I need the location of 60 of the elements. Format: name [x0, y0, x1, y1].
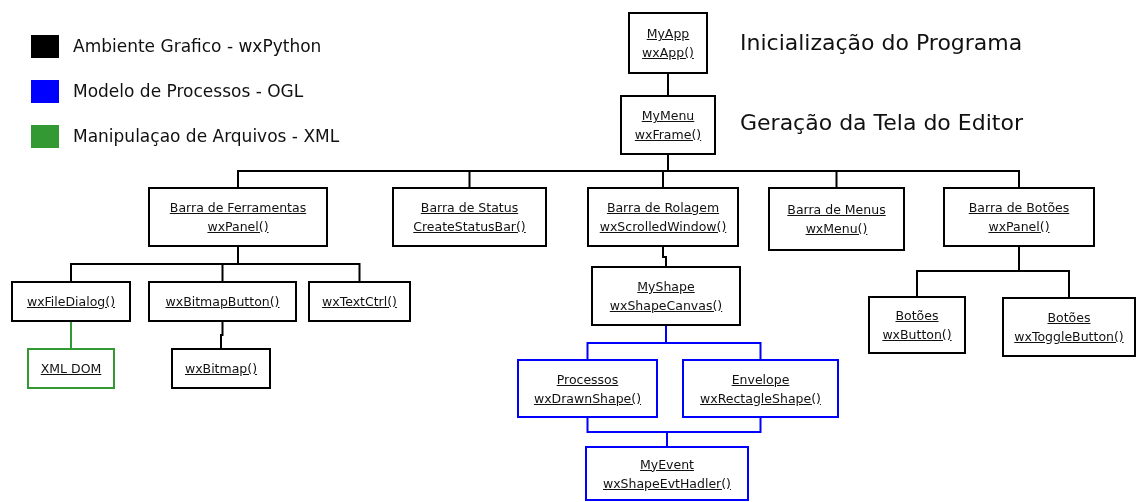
class-name: Barra de Rolagem: [606, 199, 720, 217]
class-box: [308, 281, 411, 322]
class-name: wxToggleButton(): [1014, 328, 1124, 346]
class-name: wxShapeEvtHadler(): [603, 474, 731, 493]
connector-line: [1018, 246, 1070, 298]
class-box: [1002, 297, 1136, 357]
class-name: wxPanel(): [207, 218, 269, 236]
class-name: wxDrawnShape(): [533, 389, 642, 408]
class-box: [11, 281, 131, 322]
class-name: Barra de Ferramentas: [169, 199, 307, 217]
class-name: wxTextCtrl(): [322, 293, 397, 311]
class-name: wxFrame(): [634, 126, 702, 144]
class-box: [591, 266, 741, 326]
class-name: wxBitmap(): [184, 360, 258, 378]
class-name: Barra de Botões: [968, 199, 1070, 217]
class-box: [585, 446, 749, 501]
class-name: MyShape: [637, 278, 695, 296]
class-name: wxPanel(): [988, 218, 1050, 236]
legend-label: Manipulaçao de Arquivos - XML: [73, 126, 340, 146]
class-name: wxButton(): [882, 326, 952, 344]
class-name: Processos: [556, 370, 619, 389]
connector-line: [220, 321, 224, 349]
class-box: [148, 187, 328, 247]
class-name: MyMenu: [641, 107, 695, 125]
class-name: XML DOM: [40, 360, 102, 378]
section-heading: Inicialização do Programa: [740, 30, 1023, 55]
class-name: Botões: [895, 307, 939, 325]
connector-line: [667, 73, 669, 96]
class-name: Barra de Status: [420, 199, 519, 217]
class-name: MyApp: [646, 25, 690, 43]
class-box: [27, 348, 115, 389]
legend-label: Modelo de Processos - OGL: [73, 81, 304, 101]
class-box: [628, 12, 708, 74]
class-name: wxScrolledWindow(): [599, 218, 727, 236]
class-name: wxMenu(): [805, 220, 868, 238]
class-box: [682, 359, 839, 418]
connector-line: [70, 321, 72, 349]
class-box: [392, 187, 547, 247]
class-name: MyEvent: [640, 455, 694, 474]
class-name: wxRectagleShape(): [700, 389, 821, 408]
class-box: [171, 348, 271, 389]
connector-line: [666, 417, 762, 447]
class-name: wxBitmapButton(): [165, 293, 280, 311]
class-name: Barra de Menus: [787, 201, 886, 219]
class-name: Envelope: [731, 370, 790, 389]
class-box: [517, 359, 658, 418]
class-name: wxShapeCanvas(): [609, 297, 723, 315]
connector-line: [662, 246, 667, 267]
class-box: [868, 296, 966, 354]
class-name: CreateStatusBar(): [413, 218, 526, 236]
class-box: [148, 281, 297, 322]
class-box: [620, 95, 716, 155]
legend-label: Ambiente Grafico - wxPython: [73, 36, 322, 56]
class-box: [943, 187, 1095, 247]
class-box: [768, 187, 905, 251]
class-name: wxApp(): [642, 44, 694, 62]
class-name: Botões: [1047, 309, 1091, 327]
class-box: [587, 187, 739, 247]
class-name: wxFileDialog(): [26, 293, 116, 311]
section-heading: Geração da Tela do Editor: [740, 110, 1023, 135]
